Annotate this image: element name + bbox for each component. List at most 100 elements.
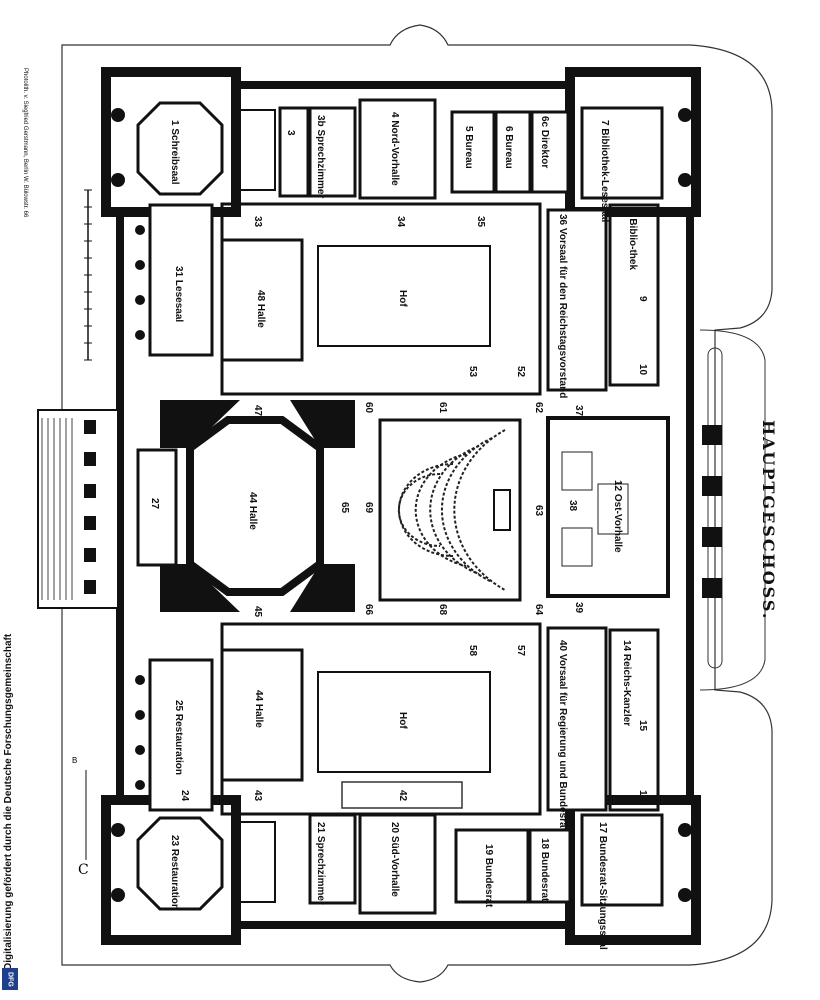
label-r61: 61 <box>437 402 448 414</box>
room-25-box <box>148 658 214 812</box>
label-r3b: 3b Sprechzimmer <box>315 115 326 198</box>
ost-vorhalle <box>546 416 670 598</box>
label-r69: 69 <box>363 502 374 514</box>
room-labels: 1 Schreibsaal 3 3b Sprechzimmer 4 Nord-V… <box>149 112 648 950</box>
label-hof1: Hof <box>397 290 408 307</box>
label-r65: 65 <box>339 502 350 514</box>
hof-south <box>317 671 491 773</box>
room-6-box <box>494 110 532 194</box>
stair-south <box>341 781 463 809</box>
room-36-box <box>546 208 608 392</box>
stair-east-1 <box>561 451 593 491</box>
portico-steps <box>41 418 73 600</box>
room-21-box <box>308 813 357 905</box>
label-r48: 48 Halle <box>255 290 266 328</box>
room-27-box <box>136 448 178 567</box>
scale-ticks <box>84 189 92 361</box>
dfg-logo: DFG <box>2 968 18 990</box>
label-r45: 45 <box>252 606 263 618</box>
label-r58: 58 <box>467 645 478 657</box>
label-r33: 33 <box>252 216 263 228</box>
label-r23: 23 Restauration <box>169 835 180 910</box>
label-r17: 17 Bundesrat-Sitzungssaal <box>597 822 608 950</box>
label-r34: 34 <box>395 216 406 228</box>
room-7-box <box>580 106 664 200</box>
label-r8: 8 Biblio-thek <box>627 210 638 270</box>
room-31-box <box>148 203 214 357</box>
room-44b-box <box>220 648 304 782</box>
label-r47: 47 <box>252 405 263 417</box>
west-portico <box>37 409 119 609</box>
room-23-octagon <box>136 816 224 911</box>
label-r1: 1 Schreibsaal <box>169 120 180 185</box>
room-20-box <box>358 813 437 915</box>
room-5-box <box>450 110 496 194</box>
label-r4: 4 Nord-Vorhalle <box>389 112 400 186</box>
funding-credit: Digitalisierung gefördert durch die Deut… <box>3 633 14 970</box>
label-r44b: 44 Halle <box>253 690 264 728</box>
label-r42: 42 <box>397 790 408 802</box>
label-r18: 18 Bundesrat <box>539 838 550 902</box>
label-r27: 27 <box>149 498 160 510</box>
site-outline <box>61 24 773 983</box>
label-r62: 62 <box>533 402 544 414</box>
label-r6c: 6c Direktor <box>539 116 550 168</box>
label-r9: 9 <box>637 296 648 302</box>
label-r20: 20 Süd-Vorhalle <box>389 822 400 897</box>
label-r37: 37 <box>573 405 584 417</box>
label-r39: 39 <box>573 602 584 614</box>
label-r43: 43 <box>252 790 263 802</box>
label-r19: 19 Bundesrat <box>483 844 494 908</box>
ramp-north <box>699 329 766 691</box>
label-r24: 24 <box>179 790 190 802</box>
label-r60: 60 <box>363 402 374 414</box>
wall-pillars <box>111 108 692 902</box>
label-r3: 3 <box>285 130 296 136</box>
label-r40: 40 Vorsaal für Regierung und Bundesrat <box>557 640 568 832</box>
label-r21: 21 Sprechzimmer <box>315 822 326 905</box>
hof-north <box>317 245 491 347</box>
label-r12: 12 Ost-Vorhalle <box>612 480 623 553</box>
east-piers <box>702 425 722 598</box>
room-4-box <box>358 98 437 200</box>
stair-east-2 <box>561 527 593 567</box>
east-offices-north <box>608 203 660 387</box>
room-1-octagon <box>136 101 224 196</box>
label-r6: 6 Bureau <box>503 126 514 169</box>
plan-title: HAUPTGESCHOSS. <box>759 420 778 621</box>
room-48-box <box>220 238 304 362</box>
room-40-box <box>546 626 608 812</box>
stair-nw <box>234 109 276 191</box>
label-r64: 64 <box>533 604 544 616</box>
label-r63: 63 <box>533 505 544 517</box>
stair-sw <box>234 821 276 903</box>
label-hof2: Hof <box>397 712 408 729</box>
east-offices-south <box>608 628 660 812</box>
label-r14: 14 Reichs-Kanzler <box>621 640 632 726</box>
label-r68: 68 <box>437 604 448 616</box>
label-r44: 44 Halle <box>247 492 258 530</box>
label-r7: 7 Bibliothek-Lesesaal <box>599 120 610 222</box>
label-r31: 31 Lesesaal <box>173 266 184 322</box>
room-6c-box <box>530 110 570 194</box>
label-r35: 35 <box>475 216 486 228</box>
room-17-box <box>580 813 664 907</box>
label-r36: 36 Vorsaal für den Reichstagsvorstand <box>557 214 568 398</box>
plenary-seating <box>397 429 506 591</box>
label-r53: 53 <box>467 366 478 378</box>
section-mark-b: B <box>72 756 78 765</box>
label-r15: 15 <box>637 720 648 732</box>
label-r66: 66 <box>363 604 374 616</box>
section-mark-c: C <box>78 862 89 878</box>
label-r25: 25 Restauration <box>173 700 184 775</box>
room-3b-box <box>308 106 357 198</box>
label-r57: 57 <box>515 645 526 657</box>
room-18-box <box>528 828 572 904</box>
ramp-oval <box>707 347 723 669</box>
portico-columns <box>84 420 96 594</box>
label-r16: 16 <box>637 790 648 802</box>
label-r38: 38 <box>567 500 578 512</box>
room-3-box <box>278 106 310 198</box>
stair-east-3 <box>597 483 629 535</box>
